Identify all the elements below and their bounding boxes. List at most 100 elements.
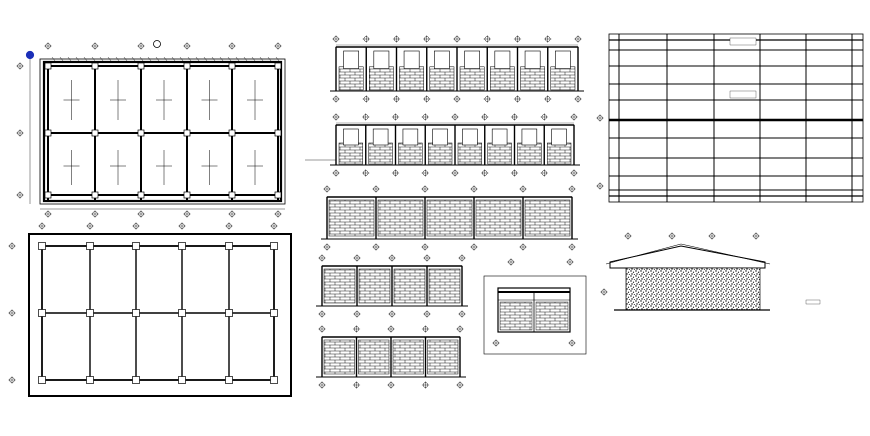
scale-note <box>805 299 821 305</box>
wall-hatch <box>187 56 192 62</box>
column <box>86 376 94 384</box>
wall-hatch <box>251 56 256 62</box>
wall-hatch <box>203 56 208 62</box>
footing-pad <box>44 129 52 137</box>
window-opening <box>521 128 538 146</box>
roof-elevation-view <box>600 232 821 311</box>
footing-pad <box>137 129 145 137</box>
column <box>38 309 46 317</box>
cross-section-view <box>483 258 587 355</box>
wall-hatch <box>139 56 144 62</box>
column <box>178 376 186 384</box>
window-opening <box>491 128 508 146</box>
footing-pad <box>183 62 191 70</box>
wall-hatch <box>83 56 88 62</box>
brick-infill <box>398 142 423 165</box>
brick-infill <box>393 268 426 304</box>
wall-hatch <box>211 56 216 62</box>
wall-hatch <box>115 56 120 62</box>
window-opening <box>551 128 567 146</box>
front-elevation-view <box>330 35 584 103</box>
wall-hatch <box>267 56 272 62</box>
wall-hatch <box>259 56 264 62</box>
brick-infill <box>328 199 375 237</box>
footing-pad <box>183 191 191 199</box>
foundation-wall <box>42 60 283 203</box>
footing-pad <box>274 62 282 70</box>
footing-pad <box>137 191 145 199</box>
column-layout-plan-view <box>8 222 292 397</box>
callout-box <box>729 37 757 46</box>
window-opening <box>372 128 389 146</box>
side-elevation-b-view <box>316 325 466 389</box>
window-opening <box>432 128 448 146</box>
column <box>225 242 233 250</box>
brick-infill <box>358 268 391 304</box>
section-infill <box>535 301 569 331</box>
wall-hatch <box>67 56 72 62</box>
brick-infill <box>459 66 485 91</box>
footing-pad <box>183 129 191 137</box>
window-opening <box>343 50 359 69</box>
brick-infill <box>426 199 473 237</box>
wall-hatch <box>51 56 56 62</box>
column <box>86 242 94 250</box>
column <box>86 309 94 317</box>
footing-pad <box>228 129 236 137</box>
wall-hatch <box>99 56 104 62</box>
plan-outline <box>39 58 286 205</box>
footing-pad <box>44 62 52 70</box>
brick-infill <box>475 199 522 237</box>
foundation-plan-view <box>16 40 286 218</box>
window-opening <box>373 50 390 69</box>
brick-infill <box>338 142 363 165</box>
column <box>38 376 46 384</box>
wall-hatch <box>179 56 184 62</box>
column <box>178 242 186 250</box>
brick-infill <box>369 66 394 91</box>
footing-pad <box>274 129 282 137</box>
window-opening <box>555 50 571 69</box>
brick-infill <box>323 339 355 375</box>
rear-elevation-view <box>305 113 580 177</box>
brick-infill <box>547 142 572 165</box>
section-infill <box>499 301 533 331</box>
column <box>270 376 278 384</box>
wall-hatch <box>123 56 128 62</box>
footing-pad <box>228 62 236 70</box>
north-marker <box>25 50 35 60</box>
window-opening <box>434 50 450 69</box>
roof-profile <box>609 245 766 269</box>
column <box>178 309 186 317</box>
column <box>38 242 46 250</box>
brick-infill <box>368 142 393 165</box>
side-elevation-long-view <box>321 185 578 251</box>
wall-hatch <box>75 56 80 62</box>
window-opening <box>464 50 480 69</box>
wall-hatch <box>91 56 96 62</box>
wall-hatch <box>171 56 176 62</box>
wall-hatch <box>59 56 64 62</box>
brick-infill <box>427 339 459 375</box>
window-opening <box>462 128 478 146</box>
brick-infill <box>457 142 482 165</box>
footing-pad <box>44 191 52 199</box>
stone-wall <box>625 267 761 311</box>
detail-callout <box>153 40 161 48</box>
brick-infill <box>429 66 455 91</box>
section-border <box>483 275 587 355</box>
brick-infill <box>392 339 424 375</box>
footing-pad <box>137 62 145 70</box>
brick-infill <box>517 142 542 165</box>
wall-hatch <box>195 56 200 62</box>
brick-infill <box>338 66 364 91</box>
column <box>225 309 233 317</box>
column <box>225 376 233 384</box>
side-elevation-a-view <box>316 254 468 318</box>
brick-infill <box>428 142 453 165</box>
footing-pad <box>274 191 282 199</box>
footing-pad <box>228 191 236 199</box>
brick-infill <box>358 339 390 375</box>
wall-hatch <box>275 56 280 62</box>
